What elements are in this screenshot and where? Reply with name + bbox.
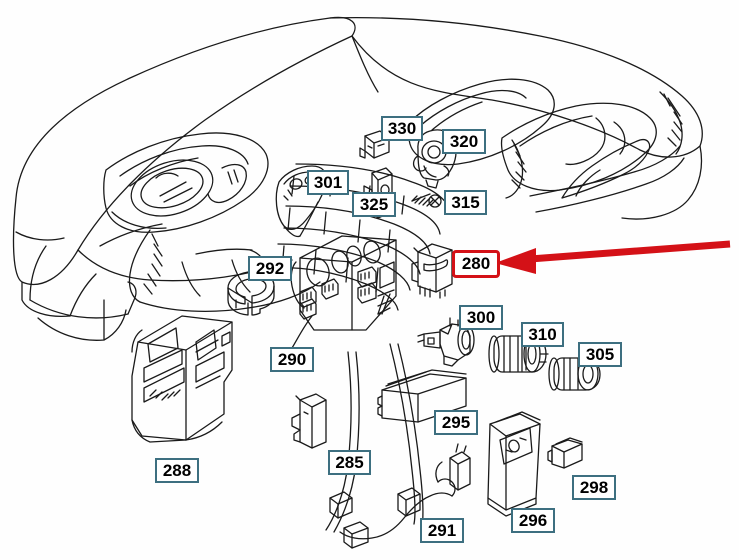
callout-301-label: 301 [313, 172, 343, 192]
callout-298-label: 298 [579, 477, 609, 497]
callout-300-label: 300 [466, 307, 496, 327]
part-288-console-trim-frame [131, 315, 233, 443]
instrument-cluster [103, 132, 269, 303]
callout-320[interactable]: 320 [442, 129, 486, 154]
callout-285[interactable]: 285 [328, 450, 371, 475]
part-280-control-module [411, 243, 453, 299]
part-296-access-cover [487, 411, 541, 517]
callout-292-label: 292 [255, 258, 285, 278]
leader-line-290 [291, 315, 313, 349]
callout-300[interactable]: 300 [459, 305, 503, 330]
part-285-side-bracket [291, 393, 327, 449]
callout-290-label: 290 [277, 349, 307, 369]
callout-291[interactable]: 291 [420, 518, 464, 543]
glove-box-panel [529, 138, 685, 213]
callout-330[interactable]: 330 [381, 116, 423, 141]
callout-290[interactable]: 290 [270, 347, 314, 372]
callout-291-label: 291 [427, 520, 457, 540]
callout-310[interactable]: 310 [521, 322, 564, 347]
callout-288-label: 288 [162, 460, 192, 480]
callout-320-label: 320 [449, 131, 479, 151]
connector-small [329, 491, 353, 519]
callout-296[interactable]: 296 [511, 508, 555, 533]
callout-280-highlighted[interactable]: 280 [452, 250, 500, 278]
callout-296-label: 296 [518, 510, 548, 530]
callout-315[interactable]: 315 [444, 190, 487, 215]
callout-295[interactable]: 295 [434, 410, 478, 435]
callout-301[interactable]: 301 [307, 170, 349, 195]
callout-298[interactable]: 298 [572, 475, 616, 500]
callout-310-label: 310 [528, 324, 557, 344]
part-290-switch-panel [290, 235, 397, 331]
callout-285-label: 285 [335, 452, 364, 472]
callout-315-label: 315 [451, 192, 480, 212]
part-298-cover-cap [547, 437, 583, 469]
callout-292[interactable]: 292 [248, 256, 292, 281]
callout-330-label: 330 [387, 118, 417, 138]
callout-305-label: 305 [585, 344, 615, 364]
part-305-plug-insert [548, 357, 601, 391]
left-lower-console [37, 299, 127, 341]
callout-295-label: 295 [441, 412, 471, 432]
callout-325-label: 325 [359, 194, 389, 214]
callout-325[interactable]: 325 [352, 192, 396, 217]
part-315-screw [411, 193, 442, 208]
callout-280-label: 280 [461, 254, 491, 273]
air-vent-openings [407, 78, 683, 199]
callout-305[interactable]: 305 [578, 342, 622, 367]
dashboard-body [12, 16, 703, 319]
callout-288[interactable]: 288 [155, 458, 199, 483]
